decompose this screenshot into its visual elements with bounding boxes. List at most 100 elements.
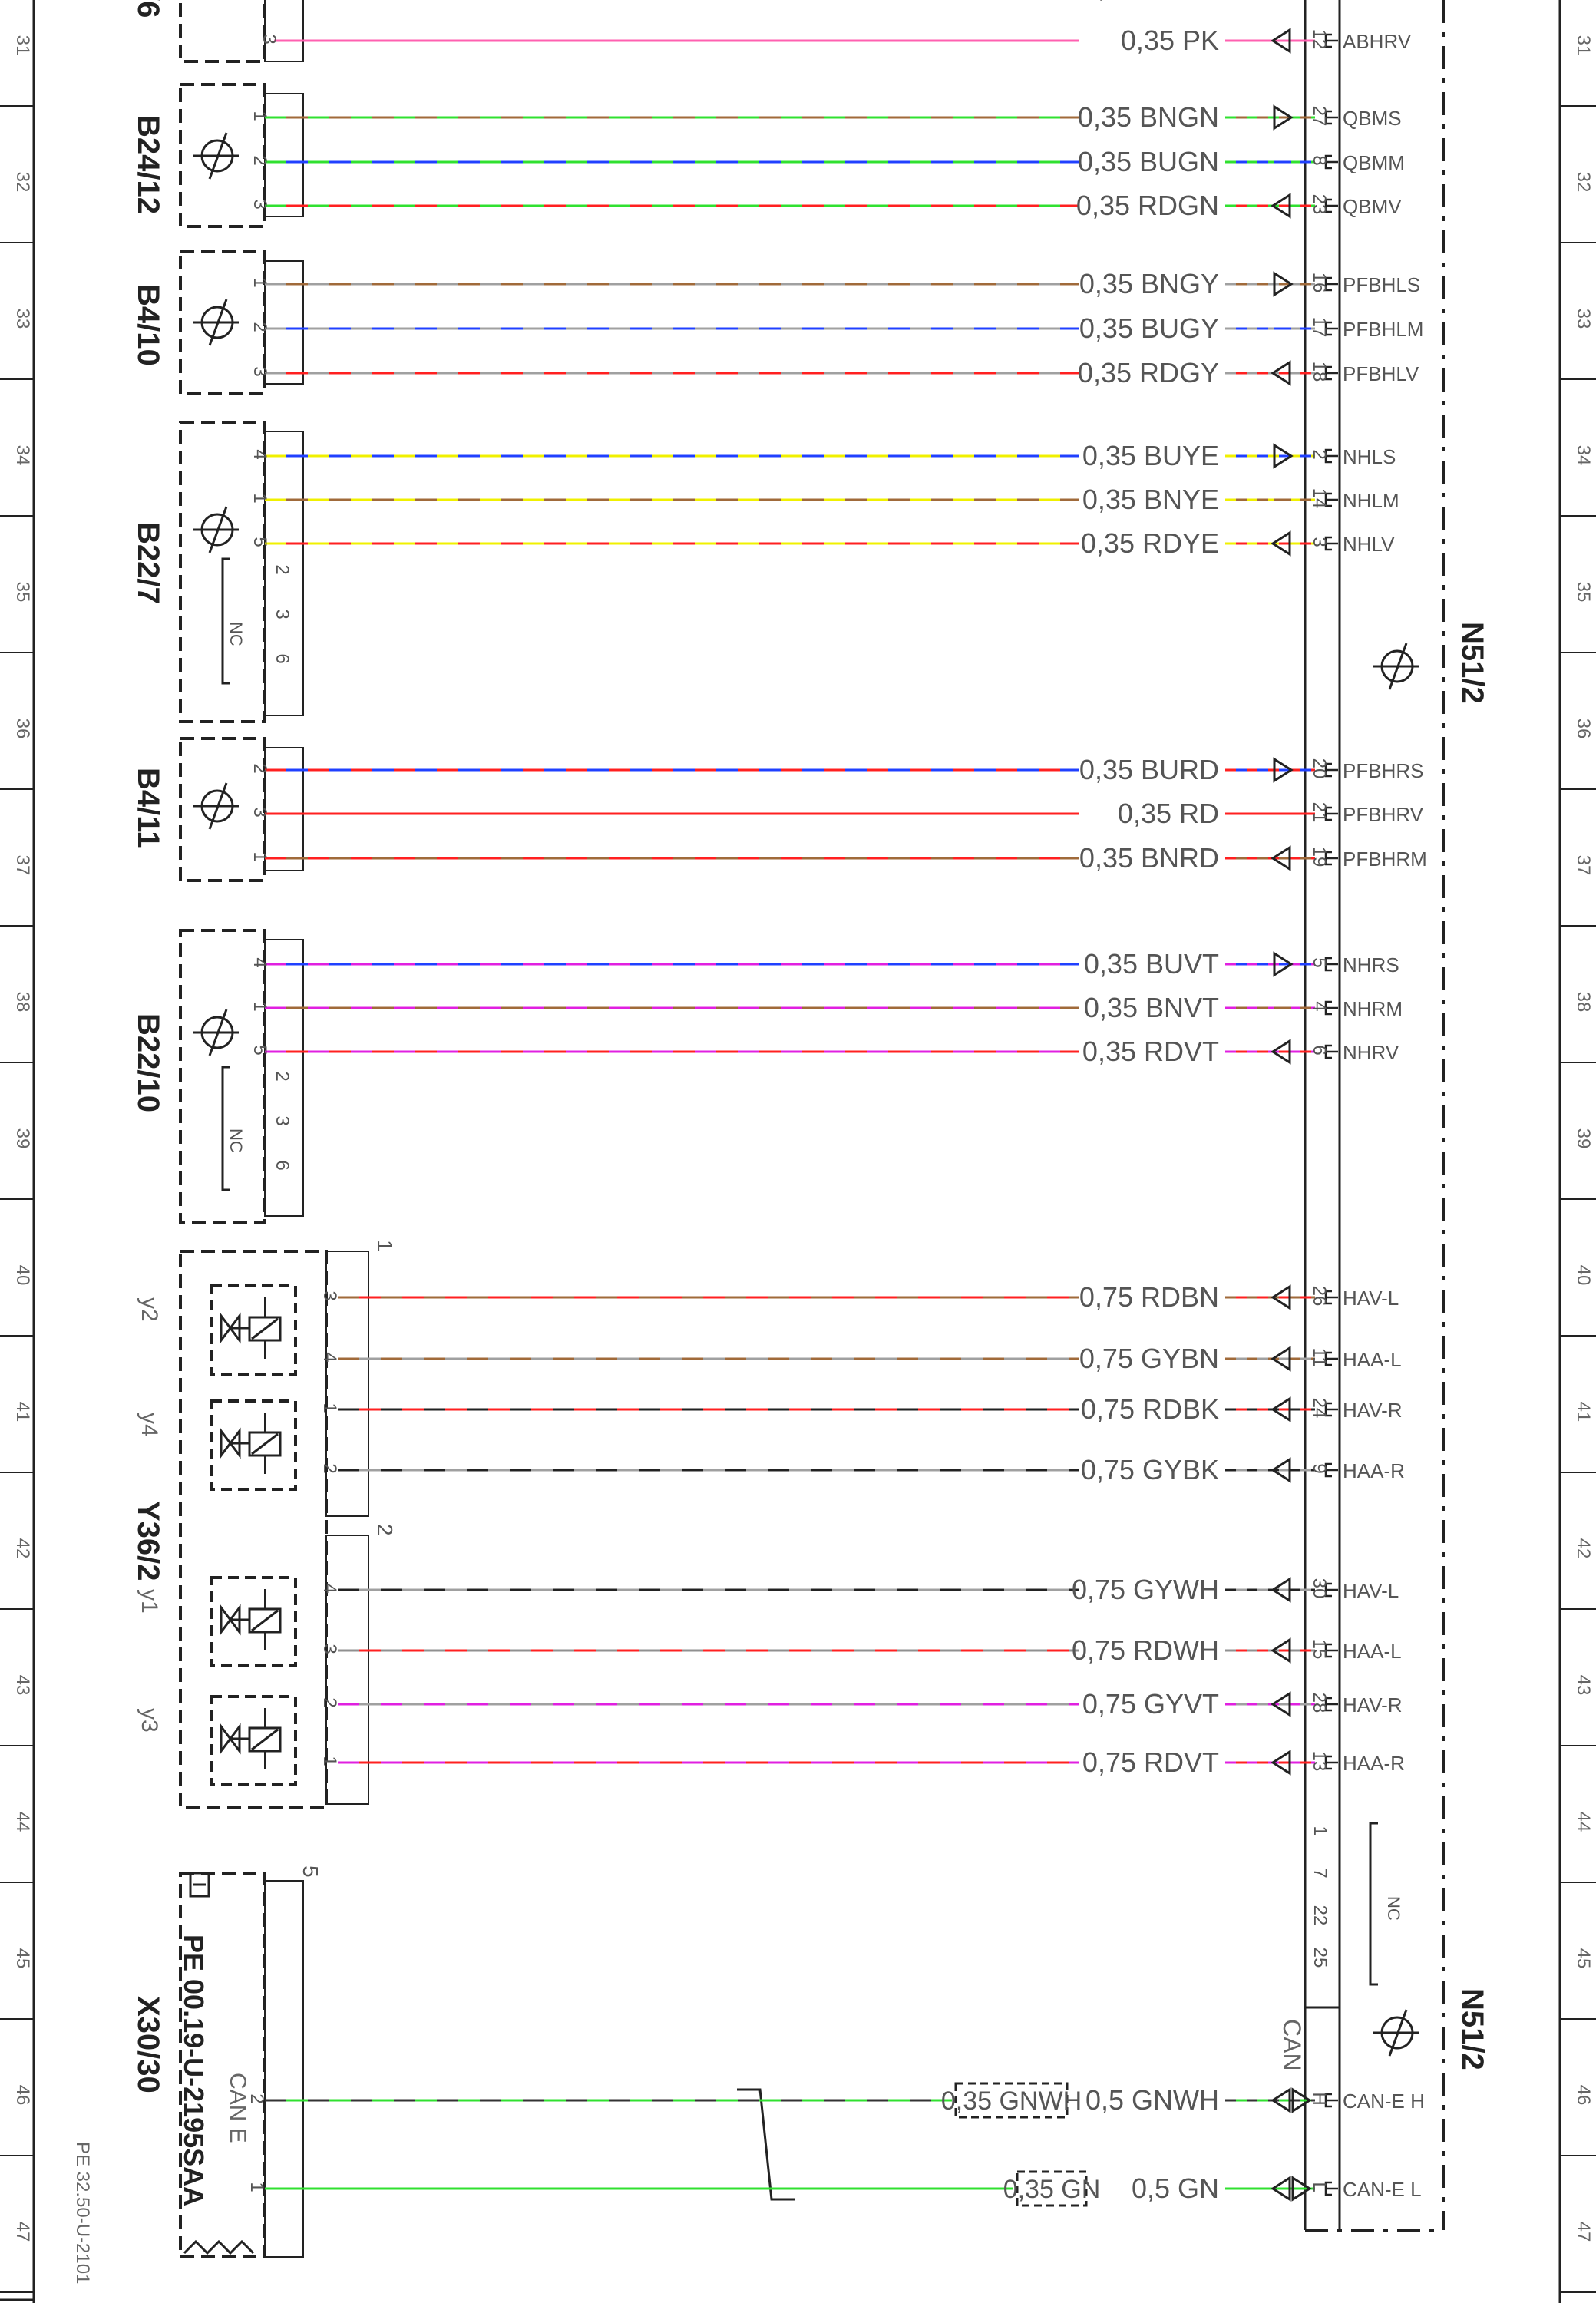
n51-lower-label: N51/2: [1456, 1988, 1489, 2070]
n51-nc-bracket: [1369, 1822, 1378, 1986]
right-pin-number: 17: [1309, 317, 1330, 338]
b22-7-nc-pin: 6: [272, 653, 292, 663]
right-connector-pin: [1324, 851, 1338, 866]
wire-label: 0,35 BUGY: [1079, 312, 1219, 344]
signal-name: PFBHLM: [1343, 318, 1423, 341]
right-pin-number: 28: [1309, 1693, 1330, 1713]
row-number-right: 47: [1573, 2222, 1594, 2242]
components-layer: [179, 0, 1445, 2258]
right-connector-pin: [1324, 1044, 1338, 1059]
wire-label: 0,75 GYWH: [1072, 1574, 1219, 1605]
connector-strip: [264, 260, 304, 385]
signal-name: NHRV: [1343, 1041, 1399, 1064]
right-connector-pin: [1324, 1697, 1338, 1712]
left-pin-number: 2: [249, 763, 270, 773]
row-number-left: 42: [12, 1538, 33, 1559]
wire-w31top: 0,35 BUPKABHRM: [1082, 0, 1219, 3]
right-pin-number: 13: [1309, 1751, 1330, 1772]
b22-7-sensor-icon: [193, 506, 239, 553]
right-pin-number: 19: [1309, 847, 1330, 867]
left-pin-number: 2: [319, 1463, 340, 1473]
component-top-box: [179, 0, 266, 63]
signal-name: PFBHLV: [1343, 362, 1419, 385]
left-pin-number: 1: [319, 1403, 340, 1413]
wire-label: 0,35 BNRD: [1079, 842, 1219, 874]
right-connector-pin: [1324, 1643, 1338, 1658]
right-connector-pin: [1324, 2093, 1338, 2108]
valve-dashed-frame: [210, 1284, 297, 1376]
arrow-left-icon: [1271, 2176, 1291, 2202]
valve-body: [220, 1723, 241, 1755]
right-connector-pin: [1324, 33, 1338, 48]
right-connector-pin: [1324, 762, 1338, 778]
arrow-right-icon: [1291, 2087, 1312, 2113]
row-number-right: 37: [1573, 855, 1594, 876]
sensor-diagonal: [208, 506, 228, 553]
left-pin-number: 4: [319, 1352, 340, 1362]
right-pin-number: 8: [1309, 155, 1330, 165]
row-number-left: 31: [12, 35, 33, 56]
b22-10-nc-pin: 3: [272, 1115, 292, 1125]
row-number-left: 33: [12, 309, 33, 329]
arrow-right-icon: [1273, 757, 1294, 783]
right-connector-pin: [1324, 1290, 1338, 1305]
right-connector-pin: [1324, 2181, 1338, 2196]
sensor-diagonal: [1388, 643, 1408, 690]
valve-icon: [210, 1284, 297, 1376]
left-pin-number: 1: [319, 1756, 340, 1766]
right-connector-pin: [1324, 1000, 1338, 1016]
right-pin-number: 26: [1309, 1286, 1330, 1307]
signal-name: PFBHRM: [1343, 848, 1427, 871]
b22-10-nc-pin: 2: [272, 1071, 292, 1081]
sensor-diagonal: [208, 782, 228, 830]
left-pin-number: 3: [249, 199, 270, 209]
row-number-left: 43: [12, 1675, 33, 1696]
signal-name: PFBHRS: [1343, 759, 1423, 782]
page-reference: PE 32.50-U-2101: [72, 2142, 93, 2284]
right-pin-number: H: [1309, 2092, 1330, 2105]
right-connector-pin: [1324, 1582, 1338, 1598]
row-number-right: 43: [1573, 1675, 1594, 1696]
boxed-label-frame: [1016, 2170, 1088, 2207]
connector-strip-2: [325, 1535, 369, 1805]
right-pin-number: 20: [1309, 758, 1330, 779]
group-label-2: 2: [373, 1524, 397, 1536]
right-connector-pin: [1324, 957, 1338, 972]
row-number-left: 45: [12, 1948, 33, 1969]
can-label: CAN: [1278, 2019, 1306, 2071]
y36-2-box: [179, 1250, 328, 1809]
row-number-right: 42: [1573, 1538, 1594, 1559]
right-pin-number: 18: [1309, 362, 1330, 382]
right-pin-number: 24: [1309, 1398, 1330, 1419]
valve-icon: [210, 1695, 297, 1786]
valve-coil-diagonal: [251, 1317, 279, 1340]
signal-name: ABHRV: [1343, 30, 1412, 53]
b22-10-label: B22/10: [131, 1013, 165, 1112]
right-pin-number: 21: [1309, 802, 1330, 823]
right-pin-number: 30: [1309, 1578, 1330, 1599]
right-pin-number: 15: [1309, 1639, 1330, 1660]
group-label-5: 5: [299, 1865, 322, 1878]
b4-11-sensor-icon: [193, 782, 239, 830]
wire-label: 0,35 RDGN: [1076, 190, 1219, 221]
row-number-right: 39: [1573, 1128, 1594, 1149]
right-connector-pin: [1324, 448, 1338, 464]
valve-body: [220, 1312, 241, 1344]
n51-nc-pin: 1: [1310, 1826, 1330, 1835]
